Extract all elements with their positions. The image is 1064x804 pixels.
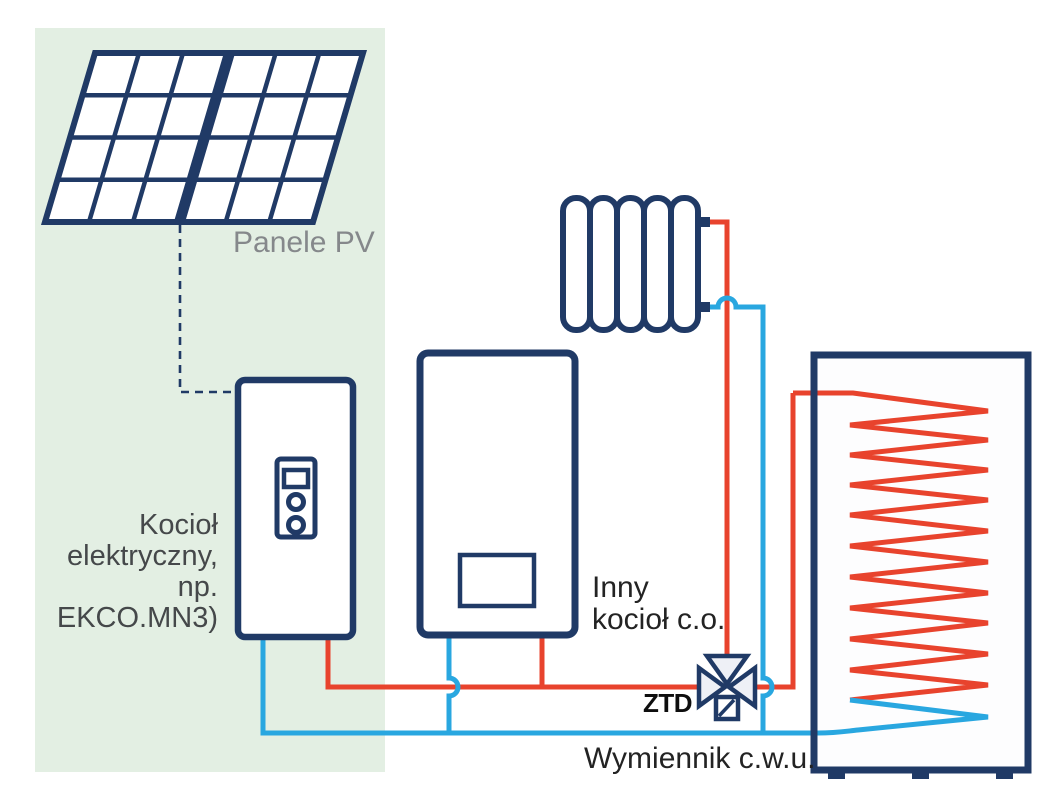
control-knob-lower (286, 515, 306, 535)
pv-panel-right-icon (177, 50, 368, 225)
dhw-tank-body (814, 355, 1028, 770)
pv-cable-dashed-line (178, 225, 236, 394)
control-knob-upper (286, 492, 306, 512)
radiator-supply-stub (696, 217, 710, 227)
tank-foot-left (828, 769, 845, 779)
dhw-exchanger-label: Wymiennik c.w.u. (584, 742, 816, 775)
coil-supply-red (793, 390, 989, 703)
boiler-front-panel (457, 552, 537, 609)
other-boiler-label: Inny kocioł c.o. (592, 571, 726, 636)
electric-boiler-label: Kocioł elektryczny, np. EKCO.MN3) (56, 509, 218, 634)
supply-pipe-valve-to-tank (755, 393, 796, 690)
tank-foot-right (996, 769, 1013, 779)
electric-boiler-icon (234, 376, 357, 641)
supply-pipe-valve-to-radiator (710, 219, 730, 656)
three-way-valve-icon (696, 653, 758, 722)
return-pipe-other-boiler (446, 634, 461, 733)
radiator-icon (560, 195, 710, 333)
valve-ztd-label: ZTD (643, 688, 693, 718)
return-pipe-radiator (710, 295, 775, 733)
pv-panel-left-icon (40, 50, 232, 225)
other-boiler-icon (416, 349, 579, 639)
coil-return-blue (260, 634, 989, 736)
radiator-return-stub (696, 302, 710, 312)
dhw-tank-icon (810, 351, 1032, 779)
control-display (281, 467, 311, 490)
tank-foot-middle (912, 769, 929, 779)
pv-panels-label: Panele PV (233, 226, 375, 259)
supply-pipe-boilers-to-valve (325, 634, 699, 690)
valve-actuator-icon (713, 694, 741, 722)
